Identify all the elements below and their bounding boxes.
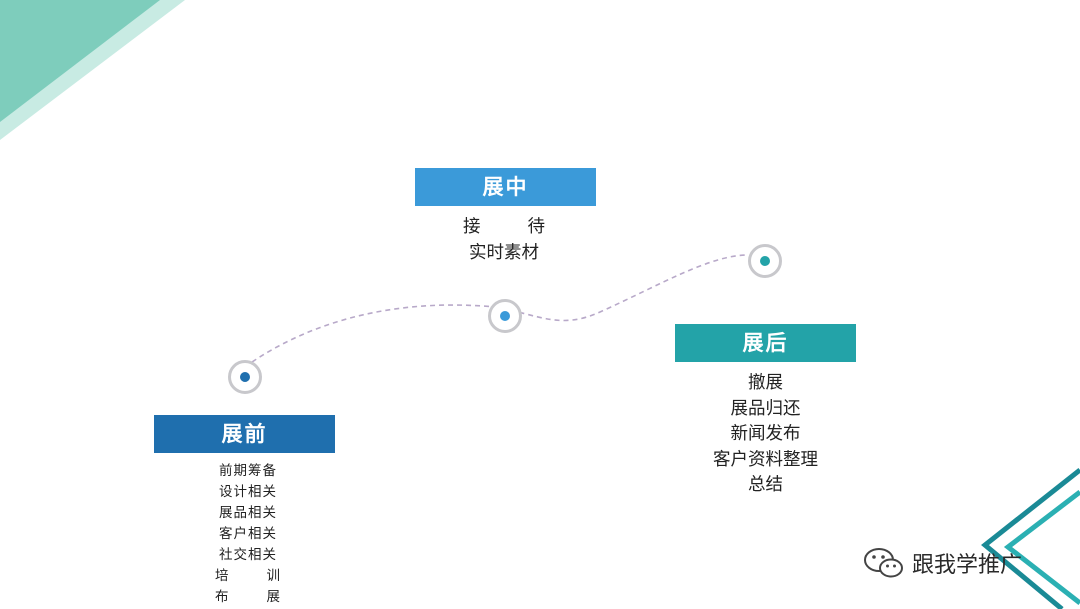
stage-post-items: 撤展 展品归还 新闻发布 客户资料整理 总结 — [675, 371, 856, 499]
item-char: 布 — [215, 589, 230, 605]
timeline-curve — [251, 254, 749, 363]
wechat-icon — [864, 548, 903, 578]
corner-frame-dark — [981, 468, 1080, 609]
item-char: 培 — [215, 568, 230, 584]
item-char: 接 — [463, 217, 481, 237]
stage-post-item: 总结 — [748, 475, 783, 495]
stage-pre-item: 布 展 — [215, 587, 281, 608]
corner-frame-light — [1003, 490, 1080, 605]
watermark: 跟我学推广 — [862, 546, 1022, 580]
stage-pre-item: 社交相关 — [219, 547, 277, 563]
stage-post-item: 撤展 — [748, 373, 783, 393]
watermark-text: 跟我学推广 — [912, 553, 1023, 578]
stage-pre-item: 前期筹备 — [219, 463, 277, 479]
node-post — [748, 244, 782, 278]
node-mid-dot — [500, 311, 510, 321]
stage-pre-item: 客户相关 — [219, 526, 277, 542]
stage-post-item: 展品归还 — [730, 398, 801, 419]
corner-frame — [981, 468, 1080, 609]
stage-pre-header: 展前 — [154, 415, 335, 453]
node-post-dot — [760, 256, 770, 266]
stage-pre-items: 前期筹备 设计相关 展品相关 客户相关 社交相关 培 训 布 展 — [215, 461, 281, 608]
stage-pre-item: 展品相关 — [219, 505, 277, 521]
item-char: 展 — [266, 589, 281, 605]
corner-triangle — [0, 0, 160, 122]
stage-mid-item: 接 待 — [463, 215, 545, 241]
stage-mid-item: 实时素材 — [469, 242, 539, 263]
node-pre — [228, 360, 262, 394]
stage-pre-item: 设计相关 — [219, 484, 277, 500]
stage-post-header: 展后 — [675, 324, 856, 362]
stage-post-item: 新闻发布 — [730, 424, 801, 444]
item-char: 待 — [527, 217, 546, 237]
node-mid — [488, 299, 522, 333]
stage-post-item: 客户资料整理 — [713, 449, 818, 470]
stage-mid-items: 接 待 实时素材 — [463, 215, 545, 266]
item-char: 训 — [266, 568, 281, 584]
stage-pre-item: 培 训 — [215, 566, 281, 587]
node-pre-dot — [240, 372, 250, 382]
stage-mid-header: 展中 — [415, 168, 596, 206]
